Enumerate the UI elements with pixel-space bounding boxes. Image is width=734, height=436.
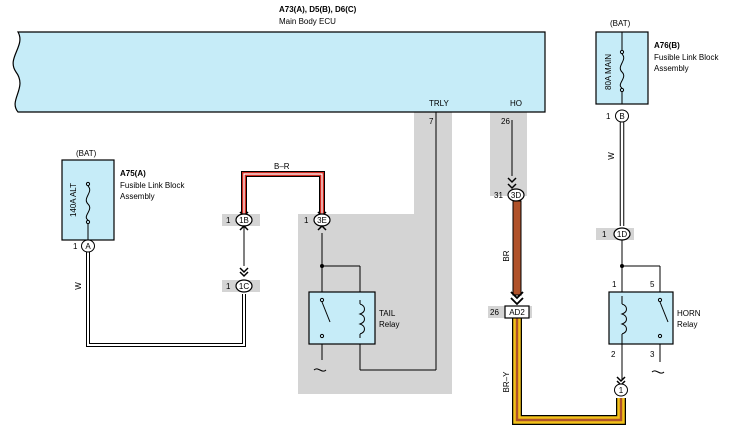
- tail-relay-line2: Relay: [379, 320, 399, 329]
- fuse-block-a76: [595, 31, 649, 105]
- connector-1c-id: 1C: [239, 282, 249, 291]
- fuse-a76-code: A76(B): [654, 41, 680, 50]
- horn-relay-pin2: 2: [611, 350, 616, 359]
- wire-b-r-label: B–R: [274, 162, 290, 171]
- connector-3d-id: 3D: [511, 191, 521, 200]
- fuse-a76-rating: 80A MAIN: [604, 54, 613, 90]
- horn-relay-line1: HORN: [677, 309, 701, 318]
- ecu-code: A73(A), D5(B), D6(C): [279, 5, 357, 14]
- fuse-a75-name-1: Fusible Link Block: [120, 181, 185, 190]
- pin-a75-a: [81, 239, 95, 253]
- connector-1c-num: 1: [226, 282, 231, 291]
- fuse-a76-name-2: Assembly: [654, 64, 689, 73]
- wire-br-label: BR: [502, 250, 511, 261]
- connector-3d: [507, 177, 525, 202]
- horn-relay-switch: [659, 301, 669, 323]
- shade-ho: [490, 112, 527, 196]
- connector-1-id: 1: [619, 386, 624, 395]
- fuse-a75-rating: 140A ALT: [69, 183, 78, 217]
- main-body-ecu: [12, 31, 546, 113]
- connector-1b: [235, 211, 253, 231]
- ecu-pin-trly-name: TRLY: [429, 99, 450, 108]
- wire-br-y-label: BR–Y: [502, 371, 511, 393]
- wire-w-a75-label: W: [74, 282, 83, 290]
- horn-relay-line2: Relay: [677, 320, 697, 329]
- fuse-a75-code: A75(A): [120, 169, 146, 178]
- shaded-areas: [222, 112, 634, 394]
- wire-w-a75: [86, 252, 246, 347]
- tail-relay-coil: [358, 303, 365, 335]
- fuse-a76-symbol: [619, 53, 625, 89]
- fuse-a75-pin-letter: A: [85, 242, 91, 251]
- horn-relay-pin5: 5: [650, 280, 655, 289]
- connector-3d-num: 31: [494, 191, 503, 200]
- connector-3e-num: 1: [304, 216, 309, 225]
- fuse-a76-name-1: Fusible Link Block: [654, 53, 719, 62]
- tail-relay-switch: [321, 301, 331, 323]
- connector-1b-id: 1B: [239, 216, 249, 225]
- wire-b-r: [241, 171, 325, 214]
- horn-relay-pin1: 1: [612, 280, 617, 289]
- horn-relay-circuit: [608, 240, 674, 380]
- connector-1d: [613, 227, 631, 241]
- shade-trly: [414, 112, 452, 215]
- pin-a76-b: [615, 109, 629, 123]
- fuse-a76-pin-num: 1: [606, 112, 611, 121]
- fuse-a75-bat: (BAT): [76, 149, 97, 158]
- fuse-a76-bat: (BAT): [610, 19, 631, 28]
- fuse-block-a75: [61, 159, 115, 241]
- connector-1c: [235, 267, 253, 293]
- connector-3e-id: 3E: [317, 216, 327, 225]
- connector-1d-num: 1: [602, 230, 607, 239]
- ecu-pin-trly-num: 7: [429, 117, 434, 126]
- horn-relay-pin3: 3: [650, 350, 655, 359]
- ecu-pin-ho-num: 26: [501, 117, 510, 126]
- fuse-a75-pin-num: 1: [73, 242, 78, 251]
- ecu-pin-ho-name: HO: [510, 99, 522, 108]
- ground-tail: [313, 368, 327, 372]
- ecu-block: [12, 31, 546, 113]
- tail-relay-circuit: [308, 112, 437, 372]
- connector-1b-num: 1: [226, 216, 231, 225]
- connector-ad2-num: 26: [490, 308, 499, 317]
- connector-ad2: [504, 291, 530, 319]
- connector-1: [614, 376, 628, 397]
- wire-w-a76-label: W: [607, 152, 616, 160]
- connector-3e: [313, 211, 331, 231]
- horn-relay-box: [608, 291, 674, 345]
- ecu-name: Main Body ECU: [279, 17, 336, 26]
- fuse-a75-name-2: Assembly: [120, 192, 155, 201]
- horn-relay-coil: [620, 303, 627, 335]
- connector-ad2-id: AD2: [509, 308, 525, 317]
- ground-horn: [651, 370, 665, 374]
- wire-br: [512, 200, 522, 296]
- connector-1d-id: 1D: [617, 230, 627, 239]
- wire-br-y: [512, 318, 626, 425]
- tail-relay-box: [308, 291, 376, 345]
- tail-relay-line1: TAIL: [379, 309, 396, 318]
- fuse-a76-pin-letter: B: [619, 112, 624, 121]
- fuse-a75-symbol: [85, 185, 91, 221]
